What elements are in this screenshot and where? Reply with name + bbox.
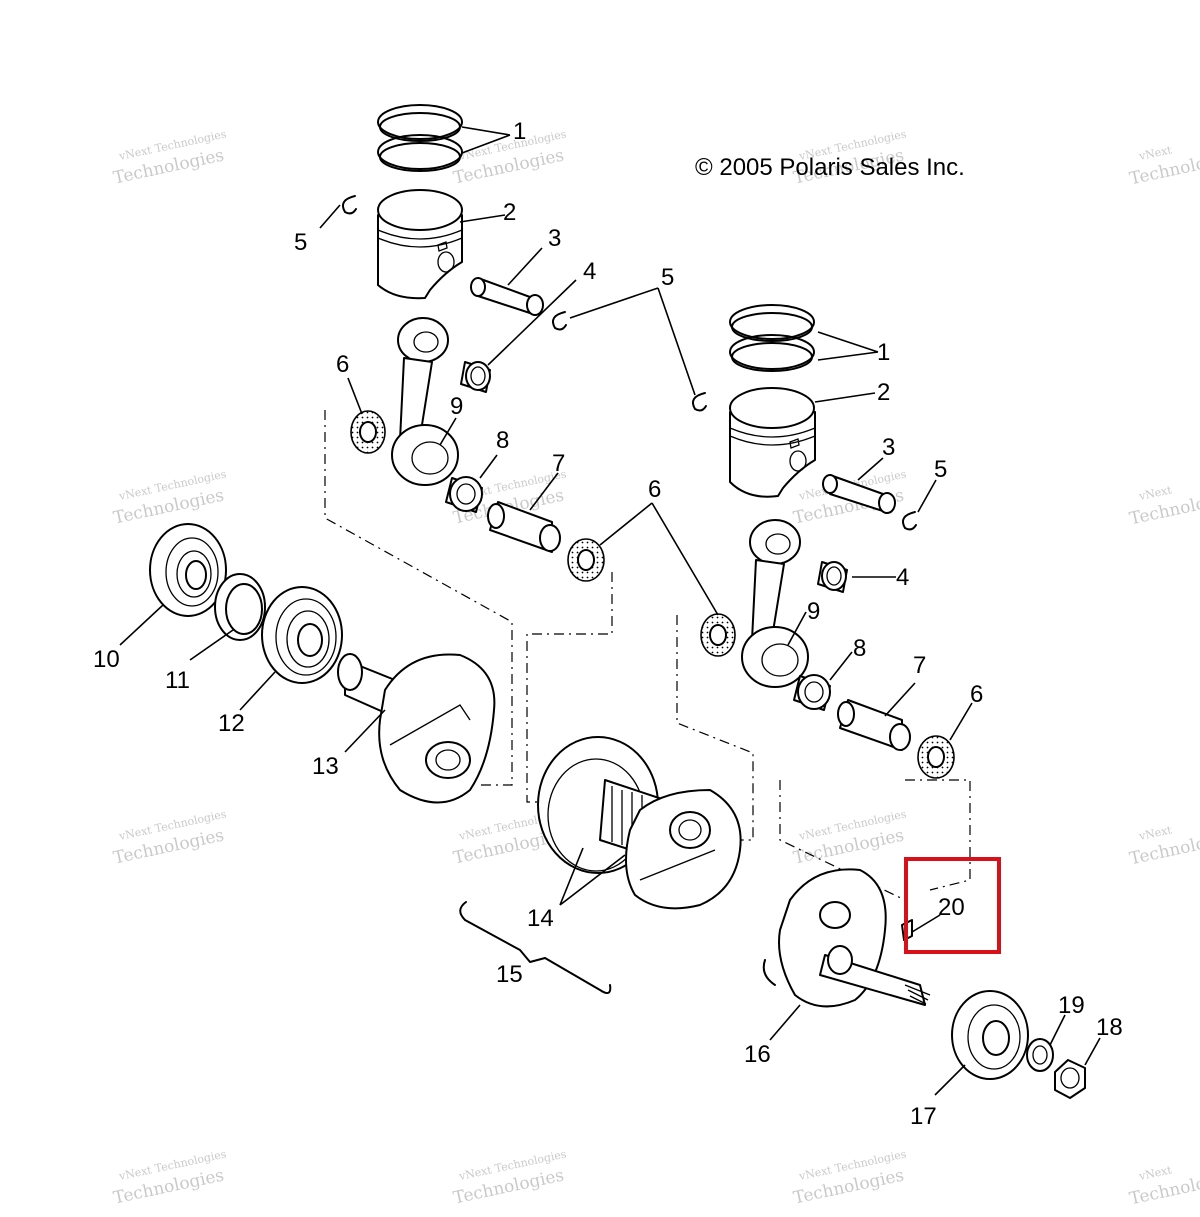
callout-6: 6 [648, 476, 661, 503]
watermark: vNext Technologies Technologies [112, 127, 228, 188]
wrist-pin-right [822, 474, 896, 514]
watermark: vNext Technologies Technologies [112, 1147, 228, 1208]
bearing-12 [261, 586, 343, 684]
callout-1: 1 [877, 339, 890, 366]
callout-8: 8 [853, 635, 866, 662]
callout-10: 10 [93, 646, 120, 673]
callout-18: 18 [1096, 1014, 1123, 1041]
crank-pin-left [487, 501, 561, 553]
piston-rings-left [377, 104, 463, 172]
callout-3: 3 [882, 434, 895, 461]
callout-9: 9 [807, 598, 820, 625]
watermark: vNext Technologies Technologies [112, 467, 228, 528]
nut-18 [1054, 1059, 1086, 1099]
leader-lines [119, 126, 1101, 1096]
callout-4: 4 [583, 258, 596, 285]
callout-5: 5 [934, 456, 947, 483]
callout-labels: 1 2 3 4 5 5 6 9 8 7 6 1 2 3 5 4 9 8 7 6 … [93, 118, 1123, 1130]
callout-19: 19 [1058, 992, 1085, 1019]
watermark: vNext Technologies Technologies [452, 1147, 568, 1208]
svg-text:vNext: vNext [1137, 1163, 1174, 1183]
seal-ring-11 [214, 573, 266, 641]
callout-20: 20 [938, 894, 965, 921]
thrust-washer-left-6a [350, 410, 386, 454]
crank-half-16 [762, 868, 931, 1008]
highlight-box-part-20[interactable] [904, 857, 1001, 954]
needle-bearing-big-right [793, 674, 831, 711]
circlip-left-top [342, 195, 357, 215]
callout-5: 5 [661, 264, 674, 291]
watermark: vNext Technologies Technologies [792, 1147, 908, 1208]
needle-bearing-big-left [445, 476, 483, 513]
callout-12: 12 [218, 710, 245, 737]
callout-15: 15 [496, 961, 523, 988]
thrust-washer-right-6a [700, 613, 736, 657]
needle-bearing-small-left [460, 361, 491, 393]
callout-4: 4 [896, 564, 909, 591]
callout-6: 6 [336, 351, 349, 378]
copyright-notice: © 2005 Polaris Sales Inc. [695, 154, 965, 181]
thrust-washer-left-6b [567, 538, 605, 582]
watermark: vNext Technologies Technologies [452, 127, 568, 188]
callout-9: 9 [450, 393, 463, 420]
callout-14: 14 [527, 905, 554, 932]
needle-bearing-small-right [817, 561, 848, 593]
crank-pin-right [837, 699, 911, 751]
callout-2: 2 [877, 379, 890, 406]
piston-rings-right [729, 304, 815, 372]
piston-right [729, 387, 816, 498]
thrust-washer-right-6b [917, 735, 955, 779]
watermark: vNext Technologies [1128, 143, 1200, 189]
circlip-mid [552, 311, 567, 331]
callout-8: 8 [496, 427, 509, 454]
svg-text:vNext: vNext [1137, 823, 1174, 843]
watermark: vNext Technologies [1128, 1163, 1200, 1209]
connecting-rod-right [741, 519, 809, 688]
callout-3: 3 [548, 225, 561, 252]
watermark: vNext Technologies Technologies [792, 807, 908, 868]
callout-5: 5 [294, 229, 307, 256]
center-crank-14 [537, 736, 742, 910]
watermark: vNext Technologies [1128, 483, 1200, 529]
assembly-guide-lines [324, 410, 971, 901]
bearing-17 [951, 990, 1029, 1080]
watermark: vNext Technologies Technologies [112, 807, 228, 868]
washer-19 [1026, 1038, 1054, 1072]
svg-text:vNext: vNext [1137, 483, 1174, 503]
piston-left [377, 189, 463, 300]
callout-7: 7 [913, 652, 926, 679]
callout-6: 6 [970, 681, 983, 708]
ball-bearing-10 [149, 523, 227, 617]
callout-11: 11 [165, 667, 190, 694]
svg-text:vNext: vNext [1137, 143, 1174, 163]
callout-1: 1 [513, 118, 526, 145]
callout-2: 2 [503, 199, 516, 226]
circlip-right-top [692, 392, 707, 412]
wrist-pin-left [470, 277, 544, 316]
bracket-15 [459, 901, 612, 995]
crank-half-13 [337, 653, 496, 804]
circlip-right-side [902, 511, 917, 531]
callout-17: 17 [910, 1103, 937, 1130]
watermark: vNext Technologies [1128, 823, 1200, 869]
connecting-rod-left [391, 317, 459, 486]
callout-13: 13 [312, 753, 339, 780]
callout-7: 7 [552, 450, 565, 477]
callout-16: 16 [744, 1041, 771, 1068]
